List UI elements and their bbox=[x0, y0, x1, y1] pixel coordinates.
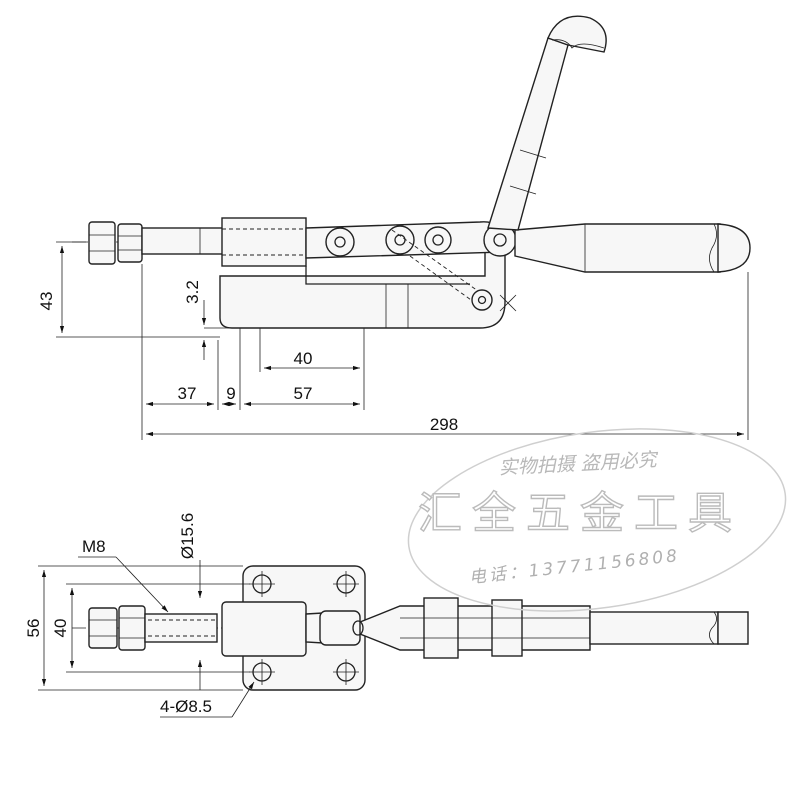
handle-closed bbox=[514, 223, 721, 273]
side-view-dimensions: 43 3.2 40 37 9 57 298 bbox=[37, 241, 749, 440]
plan-handle bbox=[589, 611, 719, 645]
plan-view bbox=[72, 565, 749, 691]
watermark-line2: 汇全五金工具 bbox=[418, 488, 742, 539]
label-holes: 4-Ø8.5 bbox=[160, 697, 212, 716]
plunger-rod bbox=[141, 227, 225, 255]
dim-40-bottom: 40 bbox=[51, 619, 70, 638]
plan-handle-end bbox=[717, 611, 749, 645]
dim-diameter: Ø15.6 bbox=[178, 513, 197, 559]
dim-40-top: 40 bbox=[294, 349, 313, 368]
pivot-2 bbox=[385, 225, 415, 255]
guide-sleeve bbox=[221, 217, 307, 267]
clamp-body bbox=[219, 237, 506, 329]
plan-guide-sleeve bbox=[221, 601, 307, 657]
watermark-ellipse bbox=[407, 428, 787, 612]
handle-grip-end bbox=[717, 223, 751, 273]
plan-hex-nut bbox=[88, 607, 118, 649]
dim-298: 298 bbox=[430, 415, 458, 434]
dim-56: 56 bbox=[24, 619, 43, 638]
plan-view-dimensions: 56 40 Ø15.6 M8 4-Ø8.5 bbox=[24, 513, 255, 718]
threaded-rod bbox=[144, 613, 218, 643]
dim-37: 37 bbox=[178, 384, 197, 403]
pivot-1 bbox=[325, 227, 355, 257]
side-view bbox=[72, 15, 751, 410]
watermark-line1: 实物拍摄 盗用必究 bbox=[498, 449, 660, 479]
pivot-5 bbox=[471, 289, 493, 311]
lock-nut bbox=[117, 223, 143, 263]
dim-43: 43 bbox=[37, 292, 56, 311]
plan-lock-nut bbox=[118, 605, 146, 651]
watermark-line3: 电话：13771156808 bbox=[468, 546, 681, 588]
dim-3-2: 3.2 bbox=[183, 280, 202, 304]
label-m8: M8 bbox=[82, 537, 106, 556]
dim-57: 57 bbox=[294, 384, 313, 403]
dim-9: 9 bbox=[226, 384, 235, 403]
handle-open bbox=[487, 37, 569, 231]
hex-nut bbox=[88, 221, 116, 265]
pivot-3 bbox=[424, 226, 452, 254]
